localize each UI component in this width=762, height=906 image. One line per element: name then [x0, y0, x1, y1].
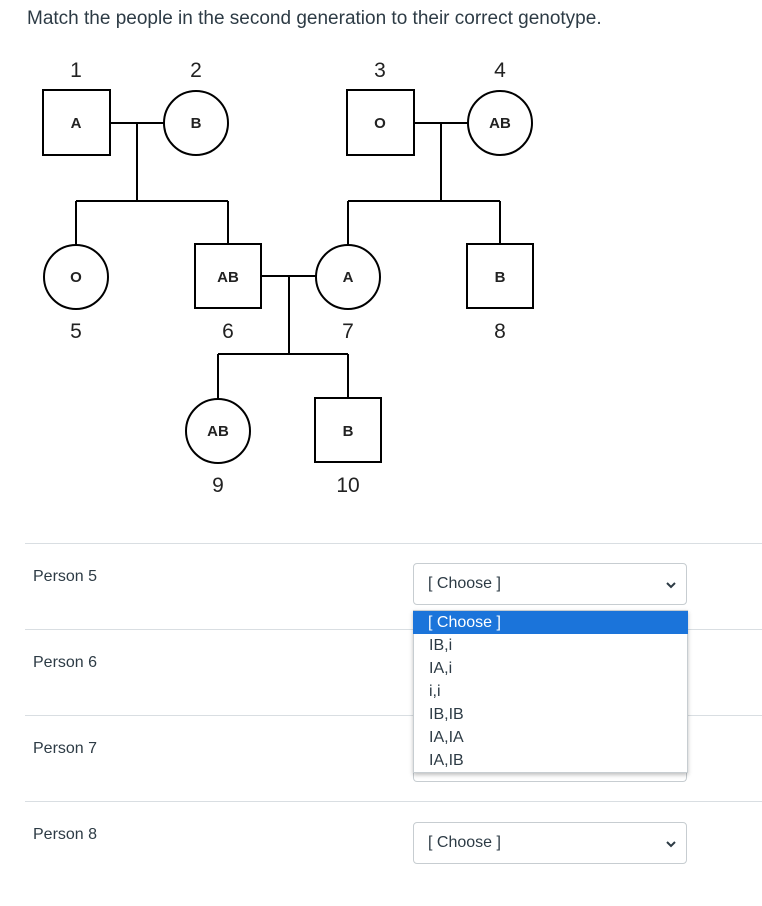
individual-number: 1 — [70, 59, 82, 82]
individual-number: 2 — [190, 59, 202, 82]
dropdown-option[interactable]: IA,IB — [429, 752, 464, 769]
row-divider — [25, 801, 762, 802]
individual-10: B 10 — [314, 397, 382, 497]
individual-genotype: AB — [489, 115, 511, 132]
individual-number: 10 — [336, 474, 359, 497]
individual-number: 5 — [70, 320, 82, 343]
individual-genotype: B — [343, 423, 354, 440]
person-8-label: Person 8 — [33, 826, 98, 843]
person-7-label: Person 7 — [33, 740, 98, 757]
person-5-label: Person 5 — [33, 568, 98, 585]
individual-2: B 2 — [163, 59, 229, 156]
select-value: [ Choose ] — [428, 575, 501, 592]
individual-4: AB 4 — [467, 59, 533, 156]
individual-6: AB 6 — [194, 243, 262, 343]
individual-genotype: O — [70, 269, 82, 286]
individual-number: 3 — [374, 59, 386, 82]
row-divider — [25, 629, 762, 630]
person-8-select[interactable]: [ Choose ] — [413, 822, 687, 864]
genotype-dropdown-list: [ Choose ] IB,i IA,i i,i IB,IB IA,IA IA,… — [413, 610, 688, 773]
dropdown-option[interactable]: [ Choose ] — [413, 611, 688, 634]
dropdown-option[interactable]: IA,i — [429, 660, 453, 677]
individual-genotype: B — [495, 269, 506, 286]
row-divider — [25, 715, 762, 716]
individual-genotype: AB — [207, 423, 229, 440]
individual-9: AB 9 — [185, 398, 251, 497]
individual-genotype: B — [191, 115, 202, 132]
individual-number: 8 — [494, 320, 506, 343]
dropdown-option[interactable]: IA,IA — [429, 729, 464, 746]
individual-number: 9 — [212, 474, 224, 497]
question-text: Match the people in the second generatio… — [27, 8, 602, 29]
individual-3: O 3 — [346, 59, 415, 156]
chevron-down-icon — [666, 582, 676, 589]
dropdown-option[interactable]: IB,IB — [429, 706, 464, 723]
individual-genotype: A — [343, 269, 354, 286]
individual-8: B 8 — [466, 243, 534, 343]
select-value: [ Choose ] — [428, 834, 501, 851]
individual-1: A 1 — [42, 59, 111, 156]
individual-genotype: A — [71, 115, 82, 132]
individual-number: 7 — [342, 320, 354, 343]
individual-number: 4 — [494, 59, 506, 82]
pedigree-lines — [75, 122, 501, 399]
pedigree-chart: A 1 B 2 O 3 AB 4 O 5 AB 6 A 7 B 8 AB — [42, 59, 534, 497]
person-5-select[interactable]: [ Choose ] — [413, 563, 687, 605]
dropdown-option[interactable]: i,i — [429, 683, 441, 700]
person-6-label: Person 6 — [33, 654, 98, 671]
individual-number: 6 — [222, 320, 234, 343]
individual-5: O 5 — [43, 244, 109, 343]
individual-genotype: O — [374, 115, 386, 132]
chevron-down-icon — [666, 841, 676, 848]
row-divider — [25, 543, 762, 544]
dropdown-option[interactable]: IB,i — [429, 637, 453, 654]
individual-genotype: AB — [217, 269, 239, 286]
individual-7: A 7 — [315, 244, 381, 343]
